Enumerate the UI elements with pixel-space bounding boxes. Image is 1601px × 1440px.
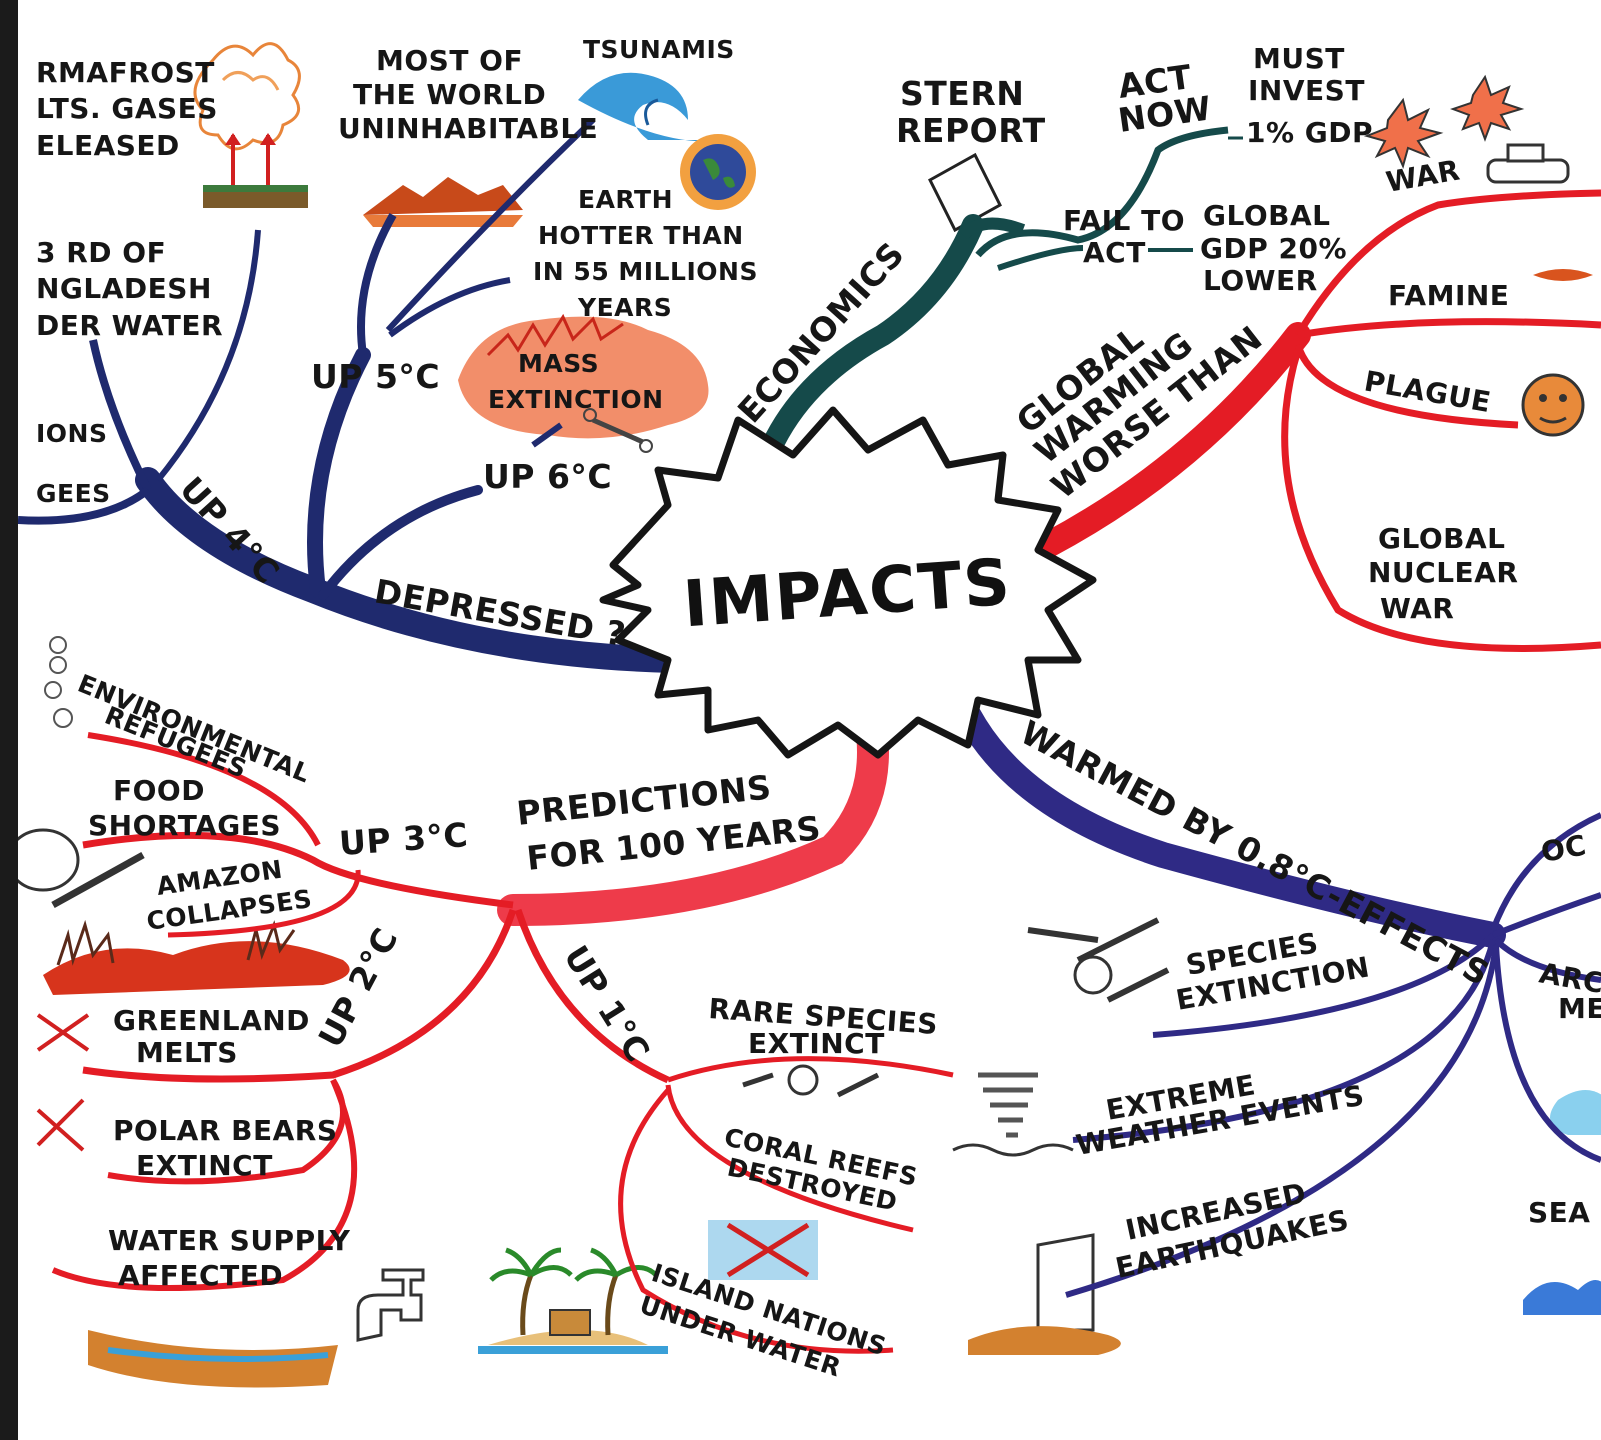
rare-line2: EXTINCT: [748, 1027, 885, 1060]
worse-than-branch: [1035, 189, 1601, 652]
skull-bones-icon: [742, 1064, 880, 1098]
world-line3: UNINHABITABLE: [338, 112, 598, 145]
lower-label: LOWER: [1203, 264, 1318, 297]
coral-reef-crossed-icon: [708, 1220, 818, 1280]
polar-line2: EXTINCT: [136, 1149, 273, 1182]
permafrost-line1: RMAFROST: [36, 56, 215, 89]
earth-line2: HOTTER THAN: [538, 221, 744, 250]
food-line1: FOOD: [113, 774, 205, 807]
world-line1: MOST OF: [376, 44, 523, 77]
nuclear-line2: NUCLEAR: [1368, 556, 1518, 589]
must-label: MUST: [1253, 42, 1345, 75]
famine-plate-icon: [1533, 269, 1593, 281]
bangladesh-line3: DER WATER: [36, 309, 223, 342]
nuclear-line1: GLOBAL: [1378, 522, 1505, 555]
report-label: REPORT: [896, 111, 1046, 150]
fail-act-label: ACT: [1083, 236, 1146, 269]
stern-label: STERN: [900, 74, 1024, 113]
depressed-branch: [18, 117, 686, 673]
food-line2: SHORTAGES: [88, 809, 281, 842]
island-palm-illustration: [478, 1247, 668, 1354]
tsunami-wave-icon: [578, 72, 728, 142]
mass-line1: MASS: [518, 349, 599, 378]
up-2c-label: UP 2°C: [311, 921, 406, 1053]
collapsed-building-icon: [968, 1233, 1121, 1355]
tornado-icon: [952, 1072, 1074, 1157]
tsunamis-label: TSUNAMIS: [583, 35, 735, 64]
world-line2: THE WORLD: [353, 78, 546, 111]
nuclear-line3: WAR: [1380, 592, 1454, 625]
bangladesh-line1: 3 RD OF: [36, 236, 166, 269]
permafrost-gas-illustration: [193, 42, 308, 208]
mind-map: IMPACTS ECONOMICS STERN REPORT ACT NOW M…: [18, 35, 1601, 1388]
polar-line1: POLAR BEARS: [113, 1114, 338, 1147]
mountain-illustration: [363, 177, 523, 227]
sea-wave-icon: [1523, 1090, 1601, 1315]
war-explosion-illustration: [1363, 74, 1570, 184]
knife-plate-icon: [18, 828, 145, 909]
sea-label: SEA: [1528, 1196, 1590, 1229]
bone-icon: [583, 408, 653, 453]
fail-to-label: FAIL TO: [1063, 204, 1185, 237]
gdp-20-label: GDP 20%: [1200, 232, 1347, 265]
plague-label: PLAGUE: [1362, 364, 1494, 419]
hot-earth-icon: [680, 134, 756, 210]
impacts-center-node: IMPACTS: [599, 406, 1097, 759]
species-skeleton-icon: [1027, 917, 1170, 1003]
water-line2: AFFECTED: [118, 1259, 283, 1292]
dry-river-illustration: [88, 1330, 338, 1388]
up-3c-label: UP 3°C: [338, 815, 470, 863]
famine-label: FAMINE: [1388, 279, 1509, 312]
amazon-fire-illustration: [43, 919, 350, 995]
earth-line4: YEARS: [577, 293, 672, 322]
mass-line2: EXTINCTION: [488, 385, 664, 414]
crossed-greenland-icon: [36, 1013, 90, 1152]
water-line1: WATER SUPPLY: [108, 1224, 351, 1257]
me-label: ME: [1558, 992, 1601, 1025]
oc-label: OC: [1538, 829, 1588, 869]
global-gdp-label: GLOBAL: [1203, 199, 1330, 232]
stern-report-document-icon: [928, 152, 1002, 233]
invest-gdp-label: 1% GDP: [1246, 116, 1373, 149]
gees-label: GEES: [36, 479, 111, 508]
permafrost-line3: ELEASED: [36, 129, 180, 162]
ions-label: IONS: [36, 419, 107, 448]
greenland-line1: GREENLAND: [113, 1004, 310, 1037]
earth-line3: IN 55 MILLIONS: [533, 257, 758, 286]
war-label: WAR: [1383, 153, 1462, 198]
earth-line1: EARTH: [578, 185, 673, 214]
mind-map-canvas: IMPACTS ECONOMICS STERN REPORT ACT NOW M…: [18, 0, 1601, 1440]
plague-face-icon: [1521, 373, 1585, 437]
faucet-icon: [356, 1268, 425, 1342]
warmed-branch: [940, 667, 1601, 1298]
predictions-branch: [51, 674, 954, 1354]
refugee-faces-icon: [44, 636, 73, 728]
up-5c-label: UP 5°C: [311, 357, 440, 396]
greenland-line2: MELTS: [136, 1036, 238, 1069]
permafrost-line2: LTS. GASES: [36, 92, 218, 125]
invest-label: INVEST: [1248, 74, 1365, 107]
mass-extinction-fire-illustration: [458, 313, 709, 439]
bangladesh-line2: NGLADESH: [36, 272, 212, 305]
up-6c-label: UP 6°C: [483, 457, 612, 496]
